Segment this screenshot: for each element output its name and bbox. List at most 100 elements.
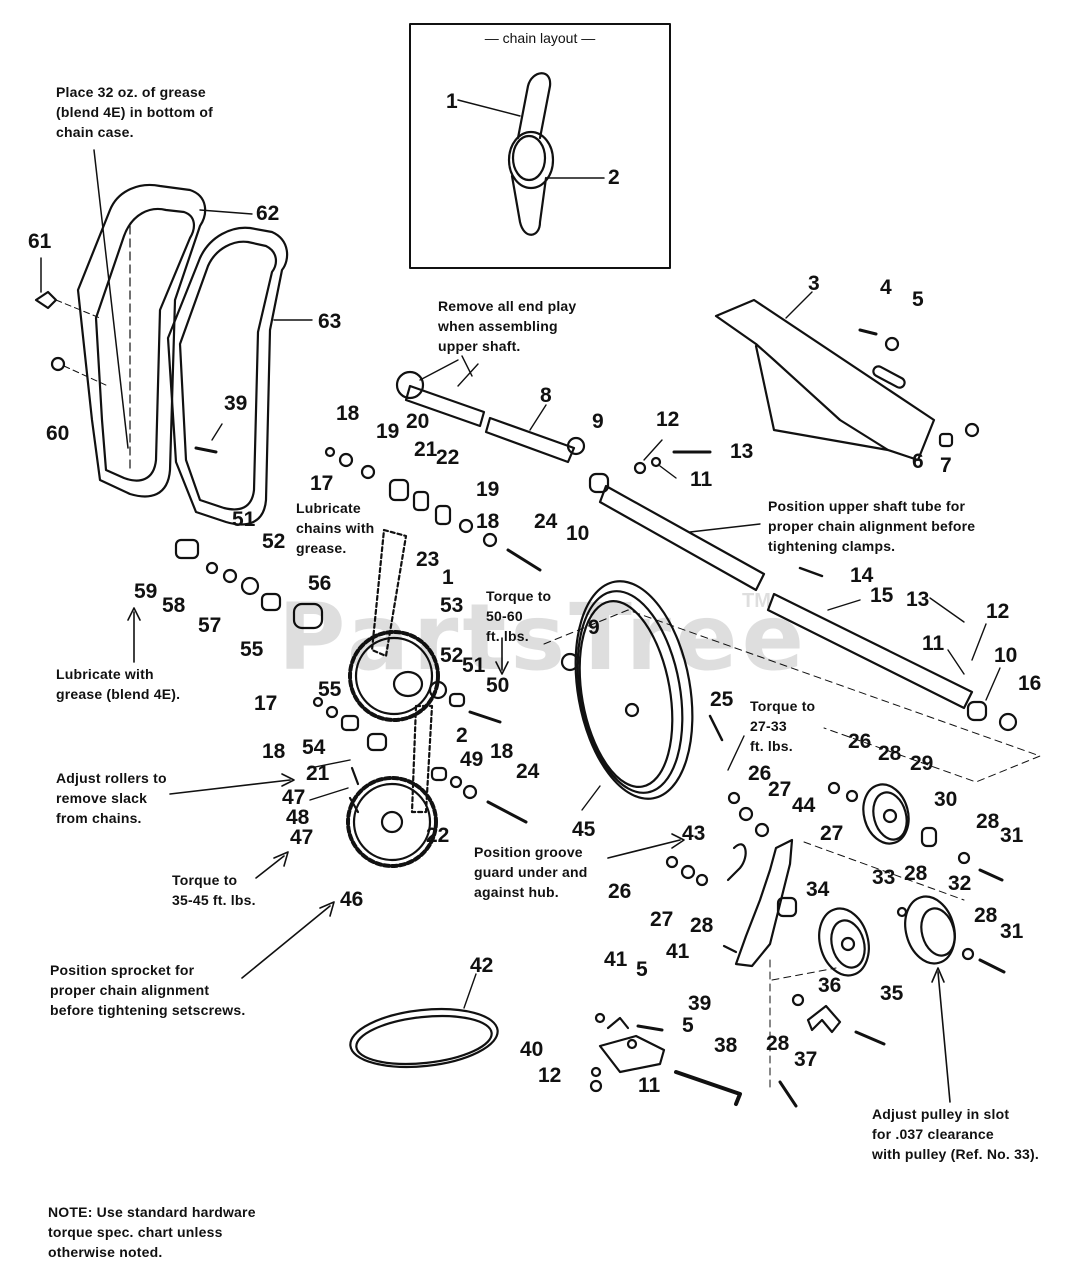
part-number-28: 28 <box>974 904 998 927</box>
part-number-50: 50 <box>486 674 509 697</box>
part-number-5: 5 <box>912 288 924 311</box>
note-position-groove: Position groove guard under and against … <box>474 844 588 900</box>
part-number-18: 18 <box>476 510 500 533</box>
part-number-6: 6 <box>912 450 924 473</box>
note-torque-35-45: Torque to 35-45 ft. lbs. <box>172 872 256 908</box>
part-number-20: 20 <box>406 410 429 433</box>
part-number-30: 30 <box>934 788 957 811</box>
part-number-23: 23 <box>416 548 439 571</box>
chain-layout-drawing <box>457 72 605 236</box>
part-number-5: 5 <box>636 958 648 981</box>
part-number-12: 12 <box>656 408 679 431</box>
part-number-39: 39 <box>688 992 711 1015</box>
part-number-17: 17 <box>310 472 333 495</box>
part-number-18: 18 <box>490 740 514 763</box>
part-number-52: 52 <box>440 644 463 667</box>
part-number-53: 53 <box>440 594 463 617</box>
part-number-25: 25 <box>710 688 734 711</box>
part-number-28: 28 <box>904 862 928 885</box>
part-number-33: 33 <box>872 866 895 889</box>
part-number-43: 43 <box>682 822 705 845</box>
part-number-26: 26 <box>608 880 631 903</box>
part-number-28: 28 <box>766 1032 790 1055</box>
part-number-55: 55 <box>318 678 342 701</box>
part-number-11: 11 <box>922 632 945 655</box>
part-number-1: 1 <box>442 566 454 589</box>
part-number-4: 4 <box>880 276 892 299</box>
part-number-22: 22 <box>426 824 449 847</box>
part-number-57: 57 <box>198 614 221 637</box>
part-number-13: 13 <box>730 440 753 463</box>
large-pulley <box>574 580 694 800</box>
part-number-11: 11 <box>690 468 713 491</box>
adjustable-pulley-32 <box>904 895 956 965</box>
part-number-29: 29 <box>910 752 933 775</box>
part-number-62: 62 <box>256 202 279 225</box>
part-number-18: 18 <box>336 402 360 425</box>
part-number-48: 48 <box>286 806 310 829</box>
part-number-41: 41 <box>604 948 628 971</box>
part-number-27: 27 <box>650 908 673 931</box>
note-lubricate-chains: Lubricate chains with grease. <box>296 500 375 556</box>
part-number-55: 55 <box>240 638 264 661</box>
part-number-36: 36 <box>818 974 841 997</box>
part-number-45: 45 <box>572 818 596 841</box>
note-torque-27-33: Torque to 27-33 ft. lbs. <box>750 698 816 754</box>
part-number-60: 60 <box>46 422 69 445</box>
inset-label-2: 2 <box>608 166 620 189</box>
part-number-9: 9 <box>592 410 604 433</box>
part-number-47: 47 <box>290 826 313 849</box>
part-number-15: 15 <box>870 584 894 607</box>
part-number-59: 59 <box>134 580 157 603</box>
part-number-2: 2 <box>456 724 468 747</box>
part-number-28: 28 <box>878 742 902 765</box>
drive-belt <box>349 1007 499 1069</box>
part-number-34: 34 <box>806 878 830 901</box>
part-number-19: 19 <box>476 478 499 501</box>
part-number-46: 46 <box>340 888 363 911</box>
part-number-40: 40 <box>520 1038 543 1061</box>
part-number-10: 10 <box>566 522 589 545</box>
part-number-54: 54 <box>302 736 326 759</box>
part-number-21: 21 <box>414 438 438 461</box>
part-number-11: 11 <box>638 1074 661 1097</box>
part-number-28: 28 <box>976 810 1000 833</box>
part-number-31: 31 <box>1000 824 1024 847</box>
part-number-58: 58 <box>162 594 186 617</box>
part-number-56: 56 <box>308 572 331 595</box>
part-number-37: 37 <box>794 1048 817 1071</box>
note-hardware: NOTE: Use standard hardware torque spec.… <box>48 1204 256 1260</box>
note-position-tube: Position upper shaft tube for proper cha… <box>768 498 976 554</box>
part-number-51: 51 <box>462 654 486 677</box>
part-number-38: 38 <box>714 1034 738 1057</box>
part-number-12: 12 <box>986 600 1009 623</box>
part-number-27: 27 <box>820 822 843 845</box>
part-number-51: 51 <box>232 508 256 531</box>
part-number-9: 9 <box>588 616 600 639</box>
drive-chain-1 <box>370 528 408 658</box>
watermark-trademark: TM <box>742 590 771 612</box>
part-number-12: 12 <box>538 1064 561 1087</box>
part-number-13: 13 <box>906 588 929 611</box>
part-number-14: 14 <box>850 564 874 587</box>
part-number-18: 18 <box>262 740 286 763</box>
part-number-26: 26 <box>848 730 871 753</box>
note-torque-50-60: Torque to 50-60 ft. lbs. <box>486 588 552 644</box>
chain-case <box>76 184 207 498</box>
part-number-3: 3 <box>808 272 820 295</box>
part-number-35: 35 <box>880 982 904 1005</box>
part-number-63: 63 <box>318 310 341 333</box>
part-number-10: 10 <box>994 644 1017 667</box>
part-number-17: 17 <box>254 692 277 715</box>
part-number-8: 8 <box>540 384 552 407</box>
part-number-7: 7 <box>940 454 952 477</box>
part-number-24: 24 <box>516 760 540 783</box>
part-number-52: 52 <box>262 530 285 553</box>
part-number-42: 42 <box>470 954 493 977</box>
note-lubricate-grease: Lubricate with grease (blend 4E). <box>56 666 181 702</box>
part-number-44: 44 <box>792 794 816 817</box>
chain-layout-title: — chain layout — <box>484 30 596 46</box>
idler-pulley-33 <box>818 907 870 977</box>
part-number-27: 27 <box>768 778 791 801</box>
